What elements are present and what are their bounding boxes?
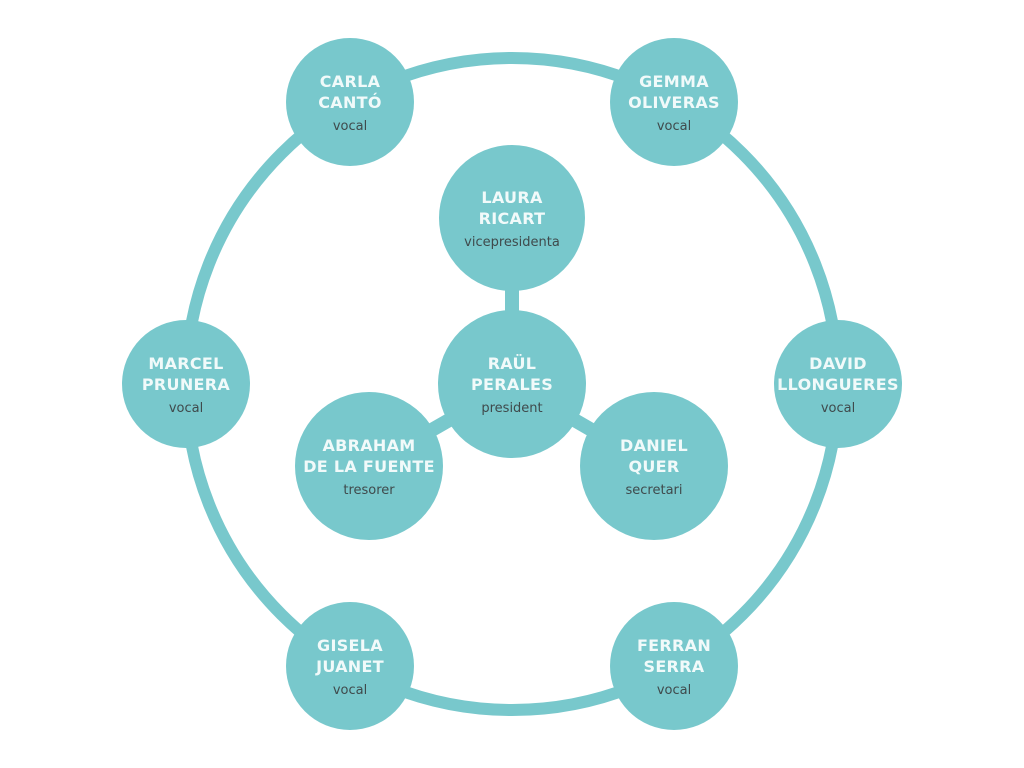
member-role: vicepresidenta xyxy=(464,234,560,250)
node-laura-ricart: LAURA RICART vicepresidenta xyxy=(439,145,585,291)
member-role: president xyxy=(481,400,543,416)
member-role: vocal xyxy=(332,682,368,698)
node-gisela-juanet: GISELA JUANET vocal xyxy=(286,602,414,730)
member-role: vocal xyxy=(820,400,856,416)
member-role: vocal xyxy=(656,118,692,134)
member-name: GEMMA OLIVERAS xyxy=(628,71,720,112)
member-role: tresorer xyxy=(343,482,395,498)
node-gemma-oliveras: GEMMA OLIVERAS vocal xyxy=(610,38,738,166)
member-role: secretari xyxy=(625,482,683,498)
member-role: vocal xyxy=(656,682,692,698)
member-name: CARLA CANTÓ xyxy=(318,71,382,112)
member-role: vocal xyxy=(168,400,204,416)
node-abraham-de-la-fuente: ABRAHAM DE LA FUENTE tresorer xyxy=(295,392,443,540)
member-name: RAÜL PERALES xyxy=(470,353,554,394)
node-ferran-serra: FERRAN SERRA vocal xyxy=(610,602,738,730)
member-role: vocal xyxy=(332,118,368,134)
node-raul-perales: RAÜL PERALES president xyxy=(438,310,586,458)
node-marcel-prunera: MARCEL PRUNERA vocal xyxy=(122,320,250,448)
member-name: FERRAN SERRA xyxy=(636,635,712,676)
node-daniel-quer: DANIEL QUER secretari xyxy=(580,392,728,540)
member-name: LAURA RICART xyxy=(478,187,546,228)
node-david-llongueres: DAVID LLONGUERES vocal xyxy=(774,320,902,448)
member-name: DANIEL QUER xyxy=(620,435,688,476)
member-name: ABRAHAM DE LA FUENTE xyxy=(303,435,435,476)
member-name: DAVID LLONGUERES xyxy=(777,353,899,394)
node-carla-canto: CARLA CANTÓ vocal xyxy=(286,38,414,166)
member-name: MARCEL PRUNERA xyxy=(141,353,231,394)
member-name: GISELA JUANET xyxy=(316,635,384,676)
